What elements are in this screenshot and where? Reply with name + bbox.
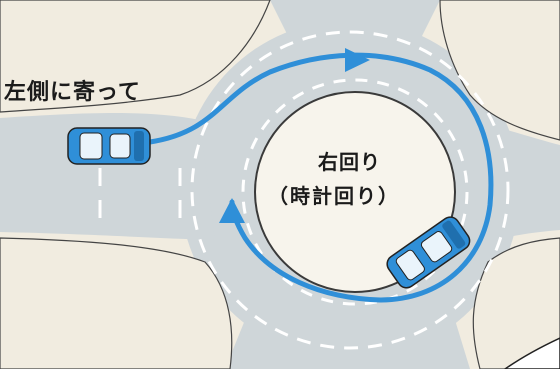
car-entering: [67, 127, 151, 165]
car-circulating: [386, 216, 471, 289]
outer-lane-marking: [190, 30, 510, 350]
label-clockwise: （時計回り）: [268, 184, 400, 208]
label-keep-left: 左側に寄って: [4, 80, 141, 105]
central-island: [254, 91, 456, 293]
west-road-markings: [98, 168, 182, 218]
inner-lane-marking: [241, 78, 469, 306]
paper-edge: [503, 337, 560, 369]
label-right-turn: 右回り: [318, 150, 381, 174]
arrowhead-icon: [219, 198, 245, 223]
arrowhead-icon: [345, 48, 370, 72]
path-entry-arc: [147, 52, 494, 303]
